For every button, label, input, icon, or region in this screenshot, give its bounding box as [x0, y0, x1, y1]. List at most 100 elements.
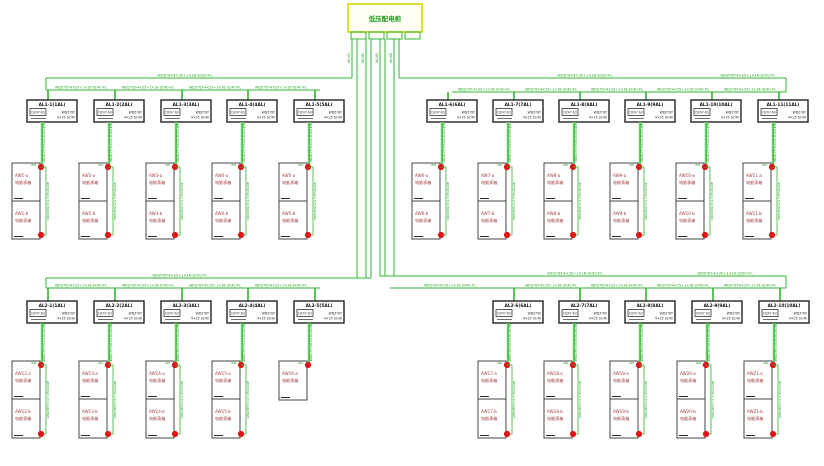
meter-title: AL2-5(5AL) — [306, 303, 333, 309]
cell-code: AW17-a — [481, 371, 497, 376]
meter-title: AL1-2(2AL) — [106, 102, 133, 108]
breaker-box — [96, 108, 114, 116]
riser-label: WDZ-YJY-4×25-SC40-WE — [706, 123, 710, 162]
cell-name: 电能表箱 — [613, 217, 629, 223]
meter-box — [757, 99, 809, 123]
cell-name: 电能表箱 — [15, 179, 31, 185]
cable-note: WDZ-YJY — [329, 111, 342, 115]
cell-code: AW8-a — [547, 173, 561, 178]
breaker-box — [96, 309, 114, 317]
we-label: WE — [497, 361, 502, 365]
we-label: WE — [695, 163, 700, 167]
junction-dot-icon — [104, 231, 112, 239]
riser-label: WDZ-YJY-4×25-SC40-WE — [774, 323, 778, 362]
we-label: WE — [563, 163, 568, 167]
meter-title: AL2-4(4AL) — [239, 303, 266, 309]
riser-label: WDZ-YJY-4×25-SC40-WE — [309, 323, 313, 362]
cable-note: WDZ-YJY — [727, 312, 740, 316]
riser-label: WDZ-YJY-4×25-SC40-WE — [242, 123, 246, 162]
cell-name: 电能表箱 — [15, 415, 31, 421]
cable-note: WDZ-YJY — [528, 111, 541, 115]
riser-label: WDZ-YJY-4×25-SC40-WE — [309, 123, 313, 162]
breaker-label: DZ47-63 — [762, 111, 776, 115]
breaker-label: DZ47-63 — [31, 111, 45, 115]
meter-title: AL1-7(7AL) — [505, 102, 532, 108]
we-label: WE — [165, 361, 170, 365]
cell-name: 电能表箱 — [415, 217, 431, 223]
main-panel-box — [347, 3, 423, 33]
breaker-box — [29, 108, 47, 116]
riser-label: WDZ-YJY-4×25-SC40-WE — [442, 123, 446, 162]
cable-note: 4×25 SC40 — [57, 317, 75, 321]
cell-name: 电能表箱 — [149, 377, 165, 383]
junction-dot-icon — [768, 231, 776, 239]
cell-name: 电能表箱 — [481, 217, 497, 223]
breaker-box — [760, 108, 778, 116]
junction-dot-icon — [37, 430, 45, 438]
meter-title: AL1-9(9AL) — [637, 102, 664, 108]
cell-name: 电能表箱 — [547, 415, 563, 421]
cell-code: AW10-b — [679, 211, 695, 216]
we-label: WE — [231, 163, 236, 167]
cell-code: AW6-b — [415, 211, 429, 216]
meter-box — [492, 300, 544, 324]
bracket-label: WDZ-BYJ-3×2.5-PC20-WE — [246, 381, 250, 419]
cable-note: 4×25 SC40 — [589, 116, 607, 120]
cable-note: 4×25 SC40 — [721, 116, 739, 120]
meter-title: AL2-9(9AL) — [704, 303, 731, 309]
cable-note: 4×25 SC40 — [789, 317, 807, 321]
cable-note: WDZ-YJY — [196, 111, 209, 115]
cell-code: AW21-a — [747, 371, 763, 376]
we-label: WE — [298, 163, 303, 167]
cable-label: WDZ-YJY-4×25+1×16-SC40-FC — [657, 284, 710, 288]
cell-code: AW3-b — [149, 211, 163, 216]
junction-dot-icon — [304, 361, 312, 369]
cell-name: 电能表箱 — [415, 179, 431, 185]
cell-name: 电能表箱 — [547, 179, 563, 185]
cable-note: 4×25 SC40 — [589, 317, 607, 321]
we-label: WE — [31, 163, 36, 167]
cable-note: WDZ-YJY — [62, 111, 75, 115]
meter-title: AL1-10(10AL) — [700, 102, 733, 108]
cable-label: WDZ-YJY-4×25+1×16-SC40-FC — [122, 86, 175, 90]
cell-code: AW20-a — [680, 371, 696, 376]
breaker-label: DZ47-63 — [165, 312, 179, 316]
junction-dot-icon — [701, 231, 709, 239]
meter-box — [293, 300, 345, 324]
we-label: WE — [231, 361, 236, 365]
cell-name: 电能表箱 — [679, 217, 695, 223]
breaker-label: DZ47-63 — [763, 312, 777, 316]
meter-title: AL2-2(2AL) — [106, 303, 133, 309]
cable-label: WDZ-YJY-4×35+1×16-SC50-FC — [697, 272, 753, 276]
breaker-box — [495, 309, 513, 317]
cell-name: 电能表箱 — [746, 217, 762, 223]
cell-name: 电能表箱 — [15, 217, 31, 223]
cell-name: 电能表箱 — [746, 179, 762, 185]
cable-note: WDZ-YJY — [462, 111, 475, 115]
trunk-cable-label: WLM4 — [389, 53, 393, 63]
bracket-label: WDZ-BYJ-3×2.5-PC20-WE — [113, 182, 117, 220]
cell-name: 电能表箱 — [680, 415, 696, 421]
breaker-label: DZ47-63 — [31, 312, 45, 316]
meter-stack-box — [278, 360, 308, 401]
we-label: WE — [763, 361, 768, 365]
we-label: WE — [98, 163, 103, 167]
trunk-cable-label: WLM1 — [347, 53, 351, 63]
meter-title: AL1-8(8AL) — [571, 102, 598, 108]
bracket-label: WDZ-BYJ-3×2.5-PC20-WE — [246, 182, 250, 220]
cell-code: AW10-a — [679, 173, 695, 178]
riser-label: WDZ-YJY-4×25-SC40-WE — [176, 323, 180, 362]
cable-note: WDZ-YJY — [262, 111, 275, 115]
cell-code: AW8-b — [547, 211, 561, 216]
cable-note: 4×25 SC40 — [324, 116, 342, 120]
cell-name: 电能表箱 — [547, 377, 563, 383]
cell-code: AW11-b — [746, 211, 762, 216]
breaker-box — [29, 309, 47, 317]
cell-name: 电能表箱 — [82, 377, 98, 383]
cell-name: 电能表箱 — [215, 415, 231, 421]
cable-label: WDZ-YJY-4×25+1×16-SC40-FC — [657, 88, 710, 92]
cable-label: WDZ-YJY-4×25+1×16-SC40-FC — [724, 88, 777, 92]
bracket-label: WDZ-BYJ-3×2.5-PC20-WE — [512, 381, 516, 419]
breaker-box — [229, 108, 247, 116]
